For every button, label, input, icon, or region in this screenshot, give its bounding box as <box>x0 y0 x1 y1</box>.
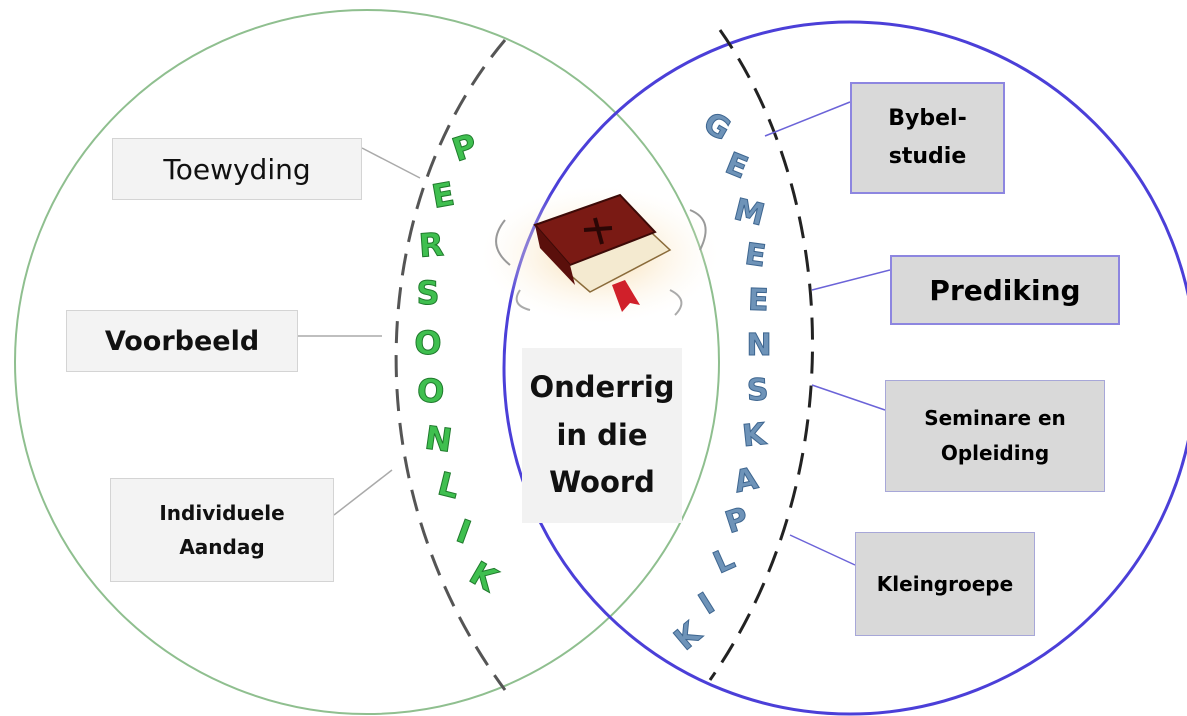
bible-book-icon <box>482 187 718 323</box>
persoonlik-letter: S <box>416 274 439 312</box>
center-label-box: Onderrig in die Woord <box>522 348 682 523</box>
gemeenskaplik-letter: S <box>746 373 769 409</box>
gemeenskaplik-letter: K <box>741 417 770 454</box>
persoonlik-letter: L <box>434 464 463 506</box>
gemeenskaplik-letter: E <box>720 146 752 186</box>
toewyding-box: Toewyding <box>112 138 362 200</box>
right-circle <box>502 20 1187 716</box>
persoonlik-letter: O <box>416 371 446 411</box>
prediking-box: Prediking <box>890 255 1120 325</box>
gemeenskaplik-letter: G <box>697 105 736 148</box>
gemeenskaplik-letter: N <box>746 328 771 363</box>
persoonlik-letter: K <box>463 554 505 600</box>
individuele-aandag-label: Individuele Aandag <box>159 501 285 559</box>
seminare-opleiding-label: Seminare en Opleiding <box>924 406 1066 465</box>
gemeenskaplik-letter: P <box>721 501 753 541</box>
gemeenskaplik-letter: K <box>668 615 710 658</box>
gemeenskaplik-letter: E <box>747 283 769 319</box>
prediking-label: Prediking <box>929 273 1081 307</box>
connector-toewyding <box>361 147 421 179</box>
persoonlik-letter: I <box>452 512 476 552</box>
seminare-opleiding-box: Seminare en Opleiding <box>885 380 1105 492</box>
gemeenskaplik-letter: I <box>693 586 721 622</box>
persoonlik-letter: R <box>418 225 445 265</box>
persoonlik-letter: N <box>423 418 455 459</box>
kleingroepe-box: Kleingroepe <box>855 532 1035 636</box>
voorbeeld-label: Voorbeeld <box>104 325 260 357</box>
right-dashed-arc <box>708 29 814 681</box>
gemeenskaplik-letter: L <box>708 541 740 581</box>
kleingroepe-label: Kleingroepe <box>876 572 1014 596</box>
connector-bybel <box>764 101 851 137</box>
persoonlik-letter: E <box>429 175 457 216</box>
left-dashed-arc <box>394 39 507 691</box>
gemeenskaplik-letter: E <box>743 237 768 275</box>
left-circle <box>14 9 720 715</box>
individuele-aandag-box: Individuele Aandag <box>110 478 334 582</box>
persoonlik-letter: O <box>414 324 441 362</box>
connector-seminare <box>811 384 886 411</box>
bybel-studie-box: Bybel-studie <box>850 82 1005 194</box>
gemeenskaplik-letter: M <box>731 192 768 233</box>
toewyding-label: Toewyding <box>163 152 311 186</box>
center-label: Onderrig in die Woord <box>529 369 675 500</box>
bybel-studie-label: Bybel-studie <box>888 105 967 170</box>
connector-individuele <box>333 469 393 516</box>
connector-kleingroepe <box>789 534 856 566</box>
connector-prediking <box>811 269 891 291</box>
voorbeeld-box: Voorbeeld <box>66 310 298 372</box>
persoonlik-letter: P <box>448 126 482 169</box>
gemeenskaplik-letter: A <box>731 461 762 500</box>
